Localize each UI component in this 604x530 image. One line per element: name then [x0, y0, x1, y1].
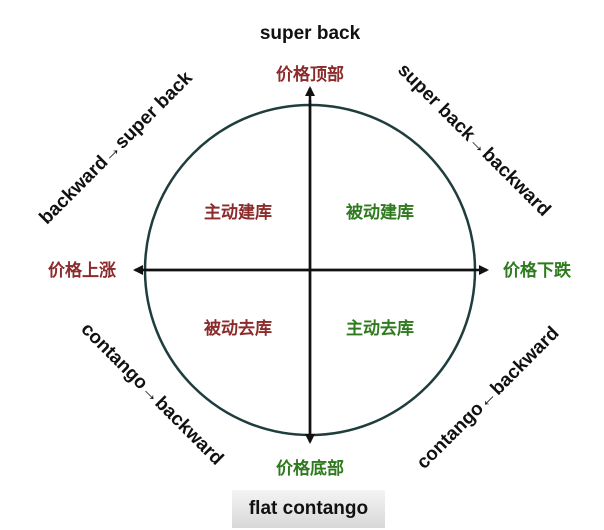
- flat-contango-label: flat contango: [232, 490, 385, 528]
- transition-top-left: backward→super back: [36, 67, 198, 229]
- quadrant-top-left: 主动建库: [204, 202, 272, 223]
- axis-top-label: 价格顶部: [276, 64, 344, 85]
- quadrant-bottom-left: 被动去库: [204, 318, 272, 339]
- transition-top-right: super back→backward: [393, 60, 554, 221]
- axis-left-label: 价格上涨: [48, 260, 116, 281]
- axis-right-label: 价格下跌: [503, 260, 572, 281]
- quadrant-bottom-right: 主动去库: [346, 318, 414, 339]
- quadrant-top-right: 被动建库: [346, 202, 414, 223]
- transition-bottom-right: contango←backward: [413, 323, 564, 474]
- super-back-label: super back: [260, 23, 361, 44]
- transition-bottom-left: contango→backward: [77, 319, 228, 470]
- axis-bottom-label: 价格底部: [276, 458, 344, 479]
